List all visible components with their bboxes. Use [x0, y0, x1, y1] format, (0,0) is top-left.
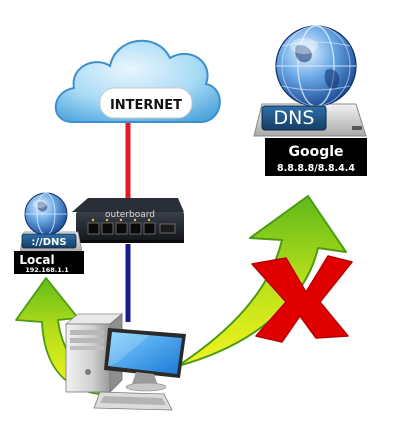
- local-dns-name: Local: [19, 253, 54, 267]
- arrow-to-google-icon: [177, 195, 347, 367]
- router-brand-label: outerboard: [105, 210, 155, 220]
- local-dns-badge: [21, 233, 77, 249]
- router-ports: [87, 218, 176, 235]
- google-dns-badge: [261, 105, 327, 131]
- local-dns-address: 192.168.1.1: [25, 266, 69, 274]
- google-dns-badge-text: DNS: [274, 107, 315, 129]
- computer-icon: [64, 313, 186, 411]
- internet-label: INTERNET: [110, 98, 182, 113]
- local-dns-badge-text: ://DNS: [31, 237, 66, 248]
- google-dns-name: Google: [288, 144, 343, 160]
- router-icon: [72, 198, 184, 243]
- blocked-cross-icon: [251, 255, 353, 343]
- google-dns-label-box: [265, 138, 367, 176]
- internet-cloud-icon: [54, 39, 221, 123]
- local-dns-label-box: [14, 251, 84, 274]
- google-dns-addresses: 8.8.8.8/8.8.4.4: [277, 163, 355, 174]
